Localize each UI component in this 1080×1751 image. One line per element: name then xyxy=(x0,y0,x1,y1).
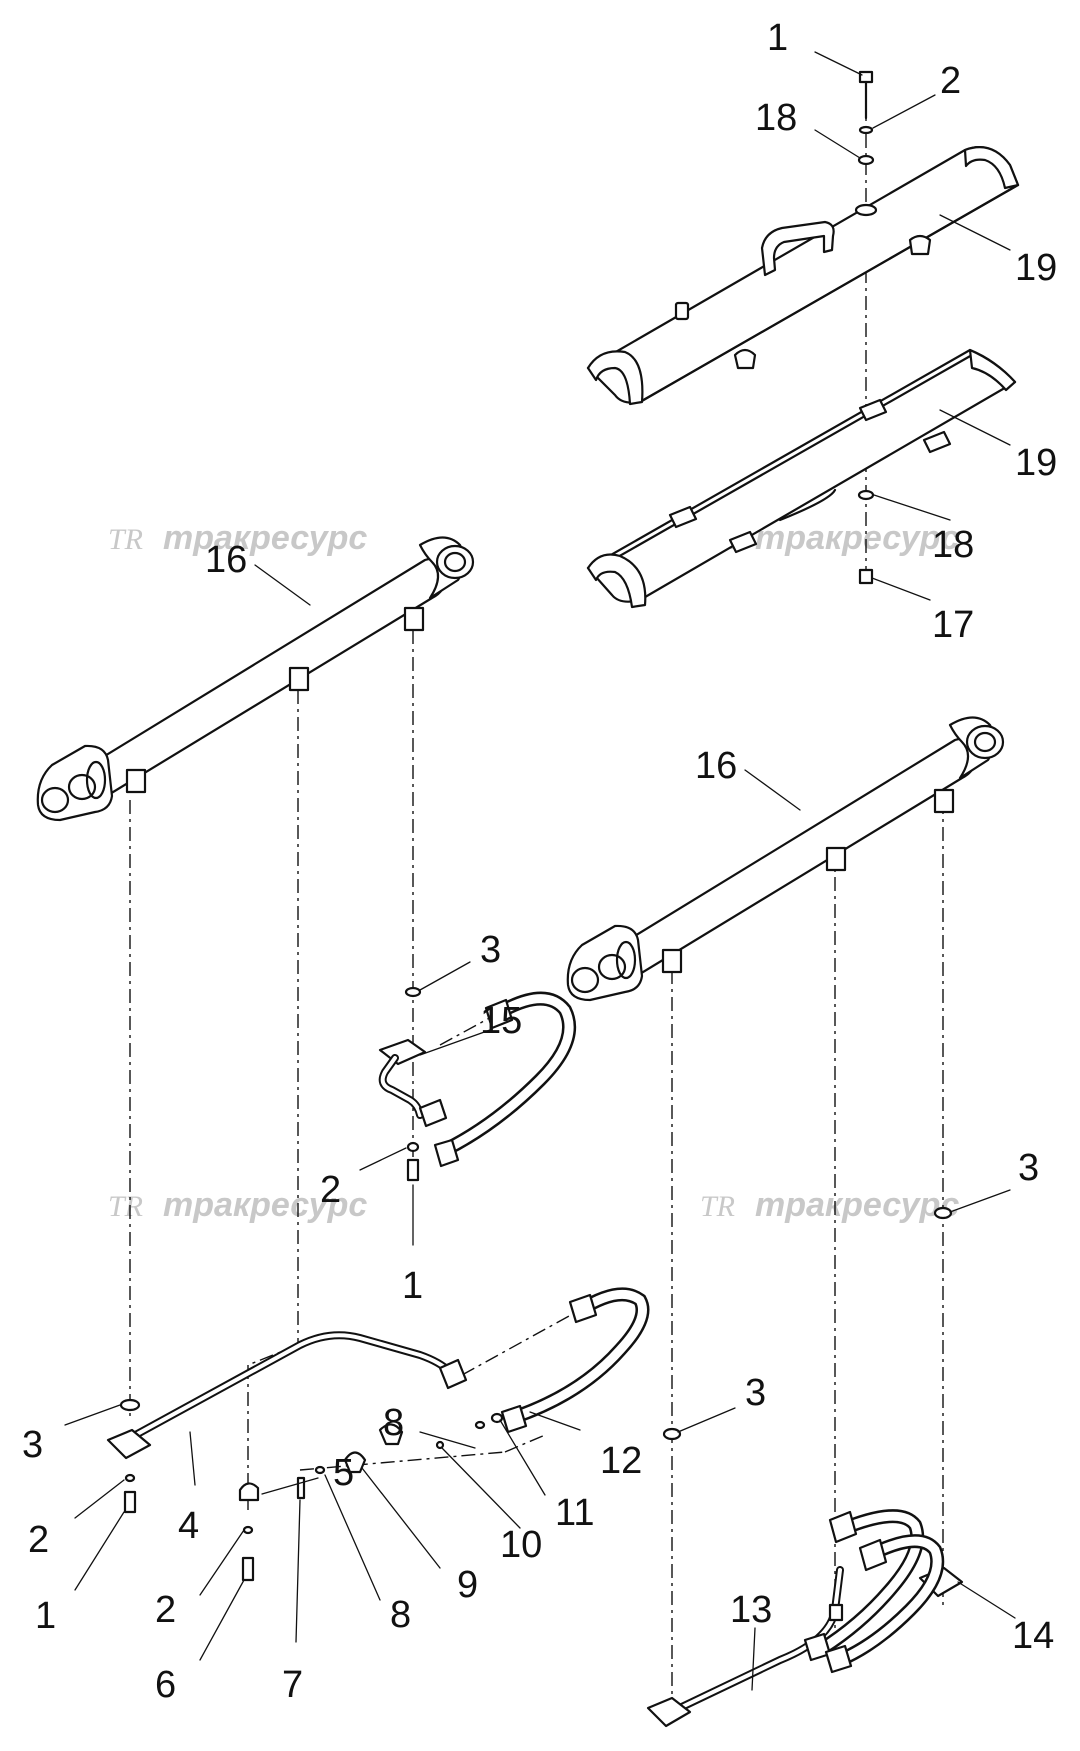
callout-1: 1 xyxy=(402,1265,423,1307)
callout-2: 2 xyxy=(940,60,961,102)
callout-9: 9 xyxy=(457,1564,478,1606)
callout-2: 2 xyxy=(28,1519,49,1561)
callout-7: 7 xyxy=(282,1664,303,1706)
callout-11: 11 xyxy=(555,1492,594,1534)
cover-lower xyxy=(586,348,1017,609)
callout-12: 12 xyxy=(600,1440,642,1482)
callout-3: 3 xyxy=(480,929,501,971)
callout-2: 2 xyxy=(155,1589,176,1631)
watermark-text: тракресурс xyxy=(755,1186,959,1224)
callout-5: 5 xyxy=(333,1452,354,1494)
callout-18: 18 xyxy=(932,524,974,566)
hydraulic-cylinder-right xyxy=(566,716,1005,1002)
tube-4 xyxy=(106,1331,468,1514)
callout-4: 4 xyxy=(178,1505,199,1547)
watermark-text: тракресурс xyxy=(163,519,367,557)
callout-3: 3 xyxy=(22,1424,43,1466)
clamp-hardware xyxy=(238,1412,504,1582)
callout-19: 19 xyxy=(1015,442,1057,484)
watermark-logo: TR xyxy=(108,1190,143,1223)
callout-18: 18 xyxy=(755,97,797,139)
callout-1: 1 xyxy=(767,17,788,59)
callout-10: 10 xyxy=(500,1524,542,1566)
watermark-bottom-right: TR тракресурс xyxy=(700,1186,959,1224)
callout-1: 1 xyxy=(35,1595,56,1637)
callout-14: 14 xyxy=(1012,1615,1054,1657)
leader-lines xyxy=(64,51,1016,1691)
top-fasteners xyxy=(857,70,875,585)
watermark-top-right: TR тракресурс xyxy=(700,519,959,557)
watermark-text: тракресурс xyxy=(755,519,959,557)
cover-upper xyxy=(586,146,1020,406)
callout-16: 16 xyxy=(205,539,247,581)
callout-8: 8 xyxy=(383,1402,404,1444)
watermark-text: тракресурс xyxy=(163,1186,367,1224)
callout-15: 15 xyxy=(480,1000,522,1042)
callout-8: 8 xyxy=(390,1594,411,1636)
callout-labels: 1 2 18 19 19 18 17 16 16 3 15 2 1 3 3 12… xyxy=(22,17,1057,1706)
callout-3: 3 xyxy=(1018,1147,1039,1189)
elbow-fitting-15 xyxy=(378,986,577,1182)
callout-3: 3 xyxy=(745,1372,766,1414)
callout-16: 16 xyxy=(695,745,737,787)
assembly-axes xyxy=(129,80,944,1700)
watermark-logo: TR xyxy=(108,523,143,556)
callout-17: 17 xyxy=(932,604,974,646)
callout-2: 2 xyxy=(320,1169,341,1211)
watermark-top-left: TR тракресурс xyxy=(108,519,367,557)
hose-12 xyxy=(500,1287,650,1434)
callout-19: 19 xyxy=(1015,247,1057,289)
hydraulic-cylinder-left xyxy=(36,536,475,822)
tube-13-and-block-14 xyxy=(646,1206,964,1728)
watermark-bottom-left: TR тракресурс xyxy=(108,1186,367,1224)
callout-6: 6 xyxy=(155,1664,176,1706)
callout-13: 13 xyxy=(730,1589,772,1631)
watermark-logo: TR xyxy=(700,1190,735,1223)
